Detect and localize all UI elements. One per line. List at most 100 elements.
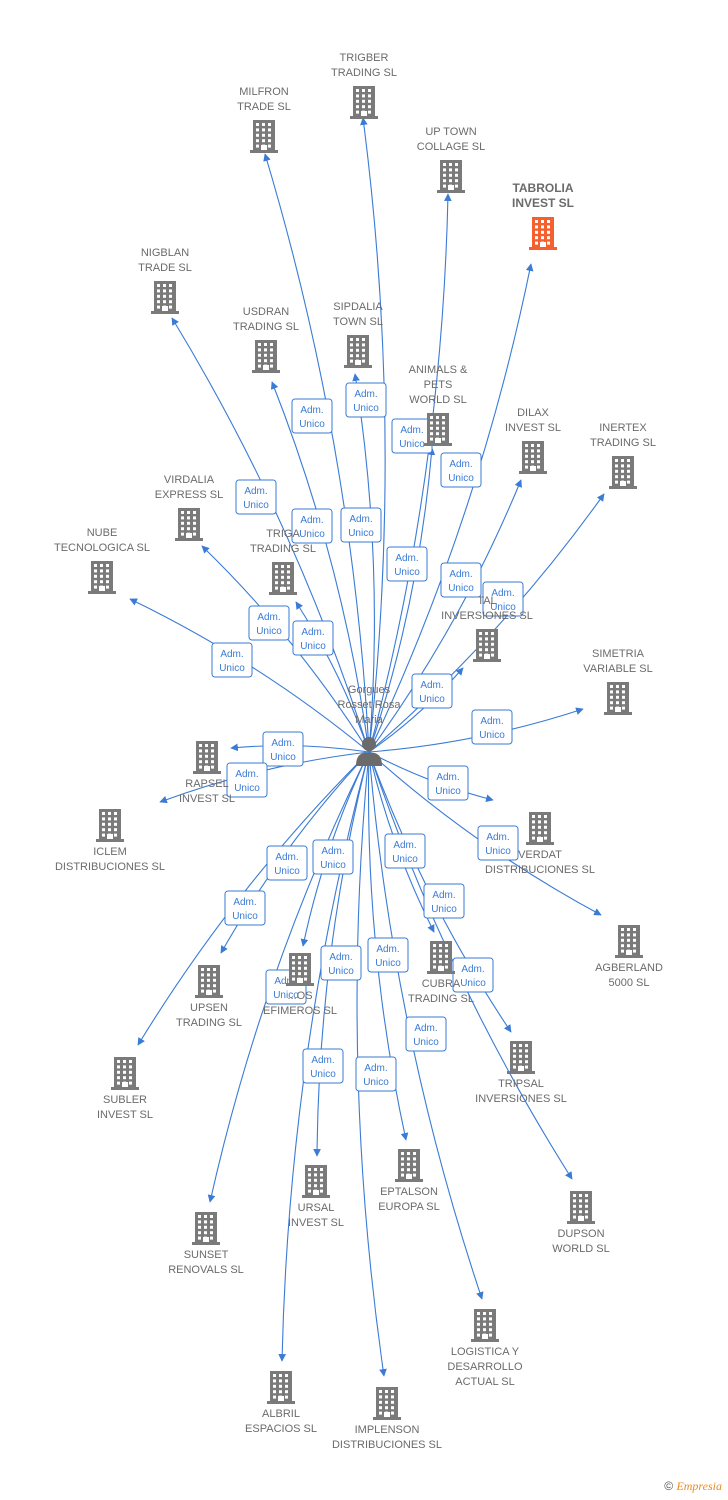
role-label-subler[interactable]: Adm.Unico	[224, 890, 266, 926]
edge-sipdalia	[352, 373, 375, 753]
role-label-efimeros[interactable]: Adm.Unico	[312, 839, 354, 875]
company-name: WORLD SL	[409, 394, 466, 406]
role-label-tal[interactable]: Adm.Unico	[411, 673, 453, 709]
role-label-tripsal[interactable]: Adm.Unico	[423, 883, 465, 919]
role-label-text: Adm.	[275, 852, 298, 863]
role-label-usdran[interactable]: Adm.Unico	[291, 508, 333, 544]
company-name: DISTRIBUCIONES SL	[55, 861, 165, 873]
building-icon	[192, 1212, 220, 1245]
role-label-text: Adm.	[400, 425, 423, 436]
role-label-virdalia[interactable]: Adm.Unico	[248, 605, 290, 641]
role-label-trigber[interactable]: Adm.Unico	[345, 382, 387, 418]
company-name: WORLD SL	[552, 1243, 609, 1255]
role-label-text: Unico	[299, 419, 325, 430]
building-icon	[250, 120, 278, 153]
brand-logo[interactable]: Empresia	[676, 1479, 722, 1493]
role-label-eptalson[interactable]: Adm.Unico	[367, 937, 409, 973]
role-label-text: Unico	[328, 966, 354, 977]
company-name: PETS	[424, 379, 453, 391]
company-name: ACTUAL SL	[455, 1376, 515, 1388]
role-label-nube[interactable]: Adm.Unico	[211, 642, 253, 678]
role-label-simetria[interactable]: Adm.Unico	[471, 709, 513, 745]
building-icon	[427, 941, 455, 974]
company-name: AGBERLAND	[595, 962, 663, 974]
role-label-box	[355, 1056, 397, 1092]
company-name: ESPACIOS SL	[245, 1423, 317, 1435]
role-label-milfron[interactable]: Adm. Unico	[291, 398, 333, 434]
role-label-verdat[interactable]: Adm.Unico	[427, 765, 469, 801]
role-label-animals[interactable]: Adm.Unico	[386, 546, 428, 582]
role-label-nigblan[interactable]: Adm.Unico	[235, 479, 277, 515]
company-name: NIGBLAN	[141, 247, 189, 259]
role-label-cubra[interactable]: Adm.Unico	[384, 833, 426, 869]
company-name: TRIGA	[266, 528, 300, 540]
role-label-text: Adm.	[300, 515, 323, 526]
role-label-box	[423, 883, 465, 919]
role-label-box	[248, 605, 290, 641]
role-label-iclem[interactable]: Adm.Unico	[226, 762, 268, 798]
company-name: DISTRIBUCIONES SL	[485, 864, 595, 876]
role-label-text: Adm.	[300, 405, 323, 416]
company-name: RENOVALS SL	[168, 1264, 244, 1276]
role-label-text: Adm.	[414, 1023, 437, 1034]
role-label-albril[interactable]: Adm.Unico	[302, 1048, 344, 1084]
copyright-footer: © Empresia	[664, 1479, 722, 1494]
role-label-box	[291, 398, 333, 434]
role-label-text: Adm.	[233, 897, 256, 908]
role-label-tabrolia[interactable]: Adm.Unico	[440, 452, 482, 488]
role-label-agberland[interactable]: Adm.Unico	[477, 825, 519, 861]
role-label-dupson[interactable]: Adm.Unico	[452, 957, 494, 993]
role-label-inertex[interactable]: Adm.Unico	[482, 581, 524, 617]
role-label-upsen[interactable]: Adm.Unico	[266, 845, 308, 881]
role-label-dilax[interactable]: Adm.Unico	[440, 562, 482, 598]
role-label-box	[312, 839, 354, 875]
company-name: VARIABLE SL	[583, 663, 653, 675]
role-label-text: Unico	[399, 439, 425, 450]
role-label-logistica[interactable]: Adm.Unico	[405, 1016, 447, 1052]
building-icon	[437, 160, 465, 193]
role-label-triga[interactable]: Adm.Unico	[292, 620, 334, 656]
role-label-implenson[interactable]: Adm.Unico	[355, 1056, 397, 1092]
role-label-box	[226, 762, 268, 798]
building-icon	[473, 629, 501, 662]
role-label-ursal[interactable]: Adm.Unico	[320, 945, 362, 981]
edge-trigber	[360, 117, 386, 753]
building-icon	[252, 340, 280, 373]
role-label-uptown[interactable]: Adm. Unico	[391, 418, 433, 454]
role-label-text: Unico	[375, 958, 401, 969]
role-label-sipdalia[interactable]: Adm.Unico	[340, 507, 382, 543]
role-label-rapsel[interactable]: Adm.Unico	[262, 731, 304, 767]
